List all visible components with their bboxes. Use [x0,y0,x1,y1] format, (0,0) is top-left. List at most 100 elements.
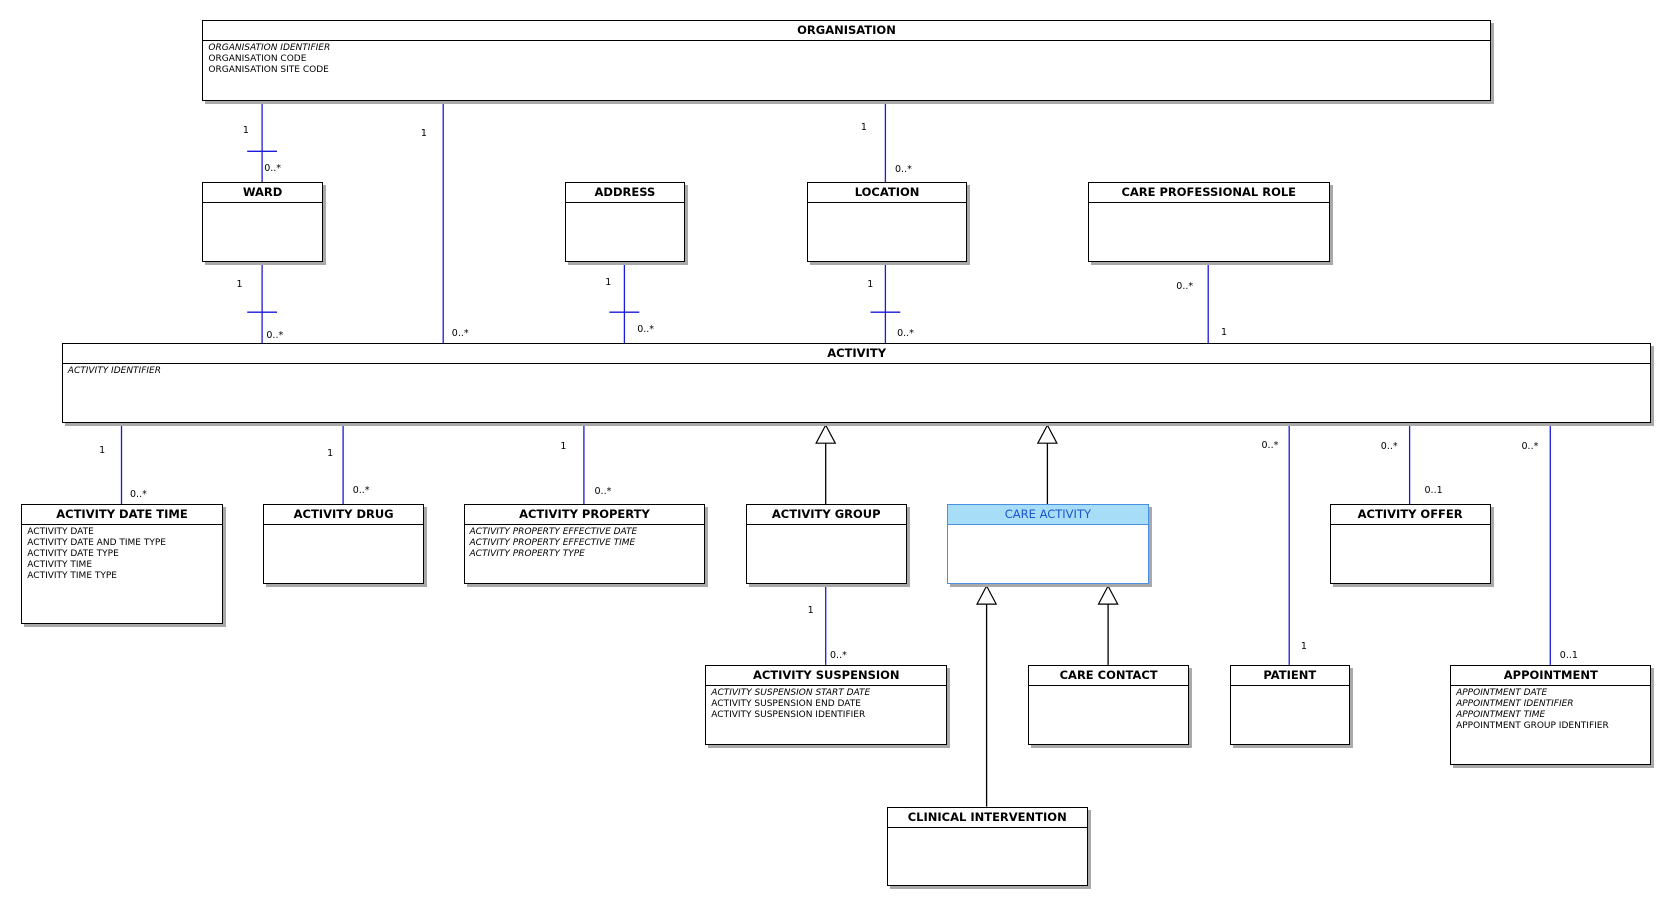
identifier-attribute: ACTIVITY IDENTIFIER [67,366,161,377]
entity-title: ORGANISATION [203,21,1490,42]
multiplicity-label: 1 [867,279,874,291]
entity-attributes [1089,203,1329,205]
attribute: APPOINTMENT GROUP IDENTIFIER [1456,720,1609,731]
multiplicity-label: 1 [560,441,567,453]
entity-attributes [1331,525,1490,527]
multiplicity-label: 0..* [594,485,612,497]
multiplicity-label: 0..* [266,330,284,342]
entity-ward[interactable]: WARD [202,182,323,263]
multiplicity-label: 1 [1221,327,1228,339]
generalization-arrow [815,423,837,444]
identifier-attribute: ORGANISATION IDENTIFIER [208,43,331,54]
multiplicity-label: 0..* [1261,440,1279,451]
entity-attributes [888,828,1087,830]
multiplicity-label: 0..* [637,323,655,335]
attribute: ACTIVITY TIME TYPE [27,571,117,581]
entity-attributes [203,203,321,205]
entity-title: CARE ACTIVITY [948,505,1148,525]
entity-attributes: ACTIVITY IDENTIFIER [63,364,1651,377]
attribute: ACTIVITY DATE [27,527,94,537]
attribute: ACTIVITY SUSPENSION END DATE [711,698,861,709]
entity-title: LOCATION [807,183,967,204]
multiplicity-label: 1 [420,127,427,139]
multiplicity-label: 0..1 [1559,649,1578,661]
entity-title: ACTIVITY GROUP [746,505,906,525]
generalization-arrow [1036,423,1058,444]
entity-title: ACTIVITY DRUG [264,505,424,525]
entity-title: CARE PROFESSIONAL ROLE [1088,183,1329,204]
multiplicity-label: 1 [327,447,334,459]
entity-attributes [808,203,967,205]
multiplicity-label: 0..1 [1424,484,1443,496]
entity-activity-group[interactable]: ACTIVITY GROUP [745,504,907,584]
identifier-attribute: APPOINTMENT DATE [1456,687,1548,698]
entity-care-professional-role[interactable]: CARE PROFESSIONAL ROLE [1087,182,1330,263]
entity-title: ACTIVITY DATE TIME [22,505,222,525]
multiplicity-label: 1 [99,445,106,457]
entity-attributes [264,525,423,527]
entity-title: WARD [203,183,322,204]
multiplicity-label: 1 [605,277,612,288]
multiplicity-label: 0..* [130,489,147,501]
attribute: ACTIVITY DATE TYPE [27,549,119,559]
entity-title: ACTIVITY OFFER [1330,505,1490,525]
entity-title: ACTIVITY [62,344,1651,365]
multiplicity-label: 1 [860,121,867,133]
entity-attributes [747,525,906,527]
identifier-attribute: ACTIVITY PROPERTY EFFECTIVE TIME [469,538,636,548]
attribute: ORGANISATION CODE [208,54,307,65]
entity-title: APPOINTMENT [1451,666,1651,686]
multiplicity-label: 0..* [1521,441,1539,453]
entity-address[interactable]: ADDRESS [564,182,686,263]
entity-attributes [948,525,1147,527]
multiplicity-label: 1 [1300,641,1307,653]
identifier-attribute: APPOINTMENT TIME [1456,709,1546,720]
identifier-attribute: ACTIVITY PROPERTY TYPE [469,549,585,559]
multiplicity-label: 0..* [451,328,469,340]
entity-attributes [1231,686,1349,688]
entity-attributes [1029,686,1188,688]
attribute: ACTIVITY TIME [27,560,93,570]
entity-title: CLINICAL INTERVENTION [887,808,1087,828]
entity-activity-drug[interactable]: ACTIVITY DRUG [263,504,425,584]
entity-location[interactable]: LOCATION [806,182,968,263]
entity-title: CARE CONTACT [1029,666,1189,686]
entity-activity-offer[interactable]: ACTIVITY OFFER [1329,504,1491,584]
identifier-attribute: ACTIVITY PROPERTY EFFECTIVE DATE [469,527,638,537]
identifier-attribute: APPOINTMENT IDENTIFIER [1456,698,1574,709]
entity-title: PATIENT [1230,666,1349,686]
entity-care-activity[interactable]: CARE ACTIVITY [947,504,1149,584]
entity-care-contact[interactable]: CARE CONTACT [1028,664,1190,745]
attribute: ACTIVITY SUSPENSION IDENTIFIER [711,709,866,720]
multiplicity-label: 1 [236,279,243,291]
multiplicity-label: 0..* [1176,281,1194,293]
multiplicity-label: 0..* [895,164,912,176]
attribute: ORGANISATION SITE CODE [208,65,329,76]
multiplicity-label: 0..* [1380,441,1398,453]
entity-title: ACTIVITY PROPERTY [464,505,705,525]
entity-title: ACTIVITY SUSPENSION [706,666,947,686]
identifier-attribute: ACTIVITY SUSPENSION START DATE [711,687,871,698]
entity-clinical-intervention[interactable]: CLINICAL INTERVENTION [886,806,1088,887]
multiplicity-label: 0..* [830,649,847,661]
multiplicity-label: 1 [807,605,814,617]
entity-title: ADDRESS [565,183,685,204]
generalization-arrow [976,584,998,605]
multiplicity-label: 0..* [897,328,914,340]
multiplicity-label: 0..* [264,163,282,174]
entity-patient[interactable]: PATIENT [1229,664,1350,745]
attribute: ACTIVITY DATE AND TIME TYPE [27,538,166,548]
